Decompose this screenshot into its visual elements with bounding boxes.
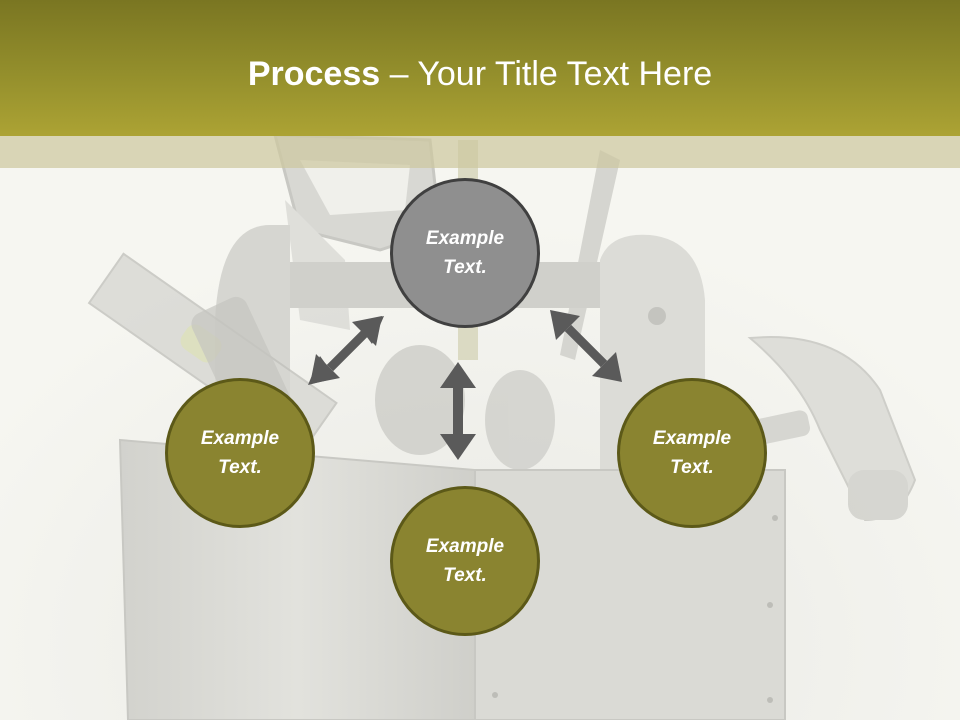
slide-title: Process – Your Title Text Here: [0, 50, 960, 98]
node-bottom-line1: Example: [425, 536, 505, 557]
title-bold: Process: [247, 55, 381, 93]
node-right-line2: Text.: [670, 457, 714, 478]
header-strip: [0, 136, 960, 168]
node-right-line1: Example: [652, 428, 732, 449]
title-rest: – Your Title Text Here: [380, 55, 713, 93]
node-left-line1: Example: [200, 428, 280, 449]
node-left-line2: Text.: [218, 457, 262, 478]
node-top-line1: Example: [425, 228, 505, 249]
header-band: [0, 0, 960, 136]
node-top-line2: Text.: [443, 257, 487, 278]
node-bottom-line2: Text.: [443, 565, 487, 586]
